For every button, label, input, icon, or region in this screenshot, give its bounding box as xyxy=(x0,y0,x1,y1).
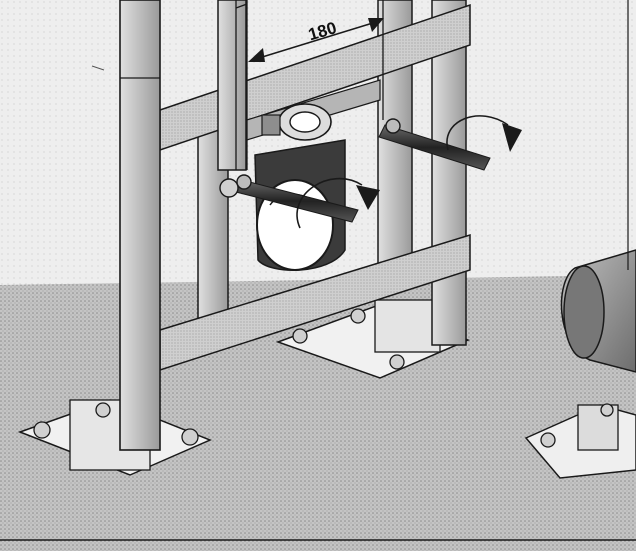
front-posts xyxy=(119,0,247,451)
right-foot-plate xyxy=(524,403,636,479)
wall-mark xyxy=(91,65,105,71)
back-foot-plate xyxy=(275,299,471,379)
nut-icon xyxy=(389,354,405,370)
nut-icon xyxy=(540,432,556,448)
threaded-rods xyxy=(219,118,491,223)
nut-icon xyxy=(600,403,614,417)
nut-icon xyxy=(181,428,199,446)
rear-posts xyxy=(197,0,467,346)
drain-pipe xyxy=(560,0,636,373)
nut-icon xyxy=(33,421,51,439)
rotation-arrow-icon xyxy=(446,115,522,152)
nut-icon xyxy=(350,308,366,324)
nut-icon xyxy=(292,328,308,344)
nut-icon xyxy=(95,402,111,418)
rotation-arrow-icon xyxy=(296,177,380,229)
flush-pipe-connector xyxy=(261,103,332,141)
